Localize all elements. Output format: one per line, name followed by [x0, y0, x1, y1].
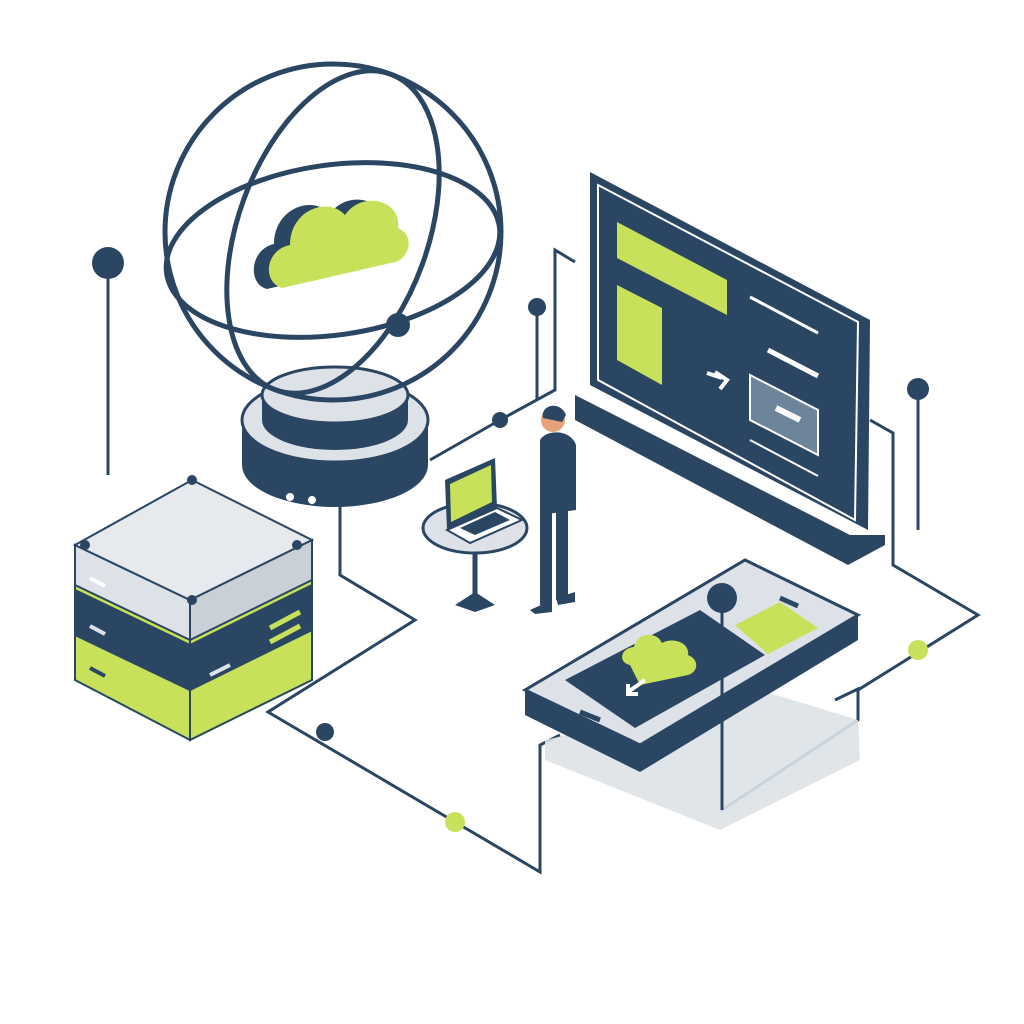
laptop-icon — [444, 458, 525, 545]
orbit-node-icon — [386, 313, 410, 337]
laptop-on-table — [421, 458, 529, 612]
globe-pedestal — [240, 365, 430, 507]
person-icon — [530, 405, 576, 614]
arrow-down-left-icon — [626, 678, 647, 696]
monitor-screen-icon — [575, 172, 885, 565]
smartphone-icon — [521, 558, 862, 830]
arrow-right-icon — [706, 370, 730, 391]
cloud-icon — [253, 199, 409, 289]
server-stack-icon — [72, 475, 315, 742]
globe-orbit-icon — [162, 61, 504, 403]
network-node-icon — [92, 247, 929, 832]
